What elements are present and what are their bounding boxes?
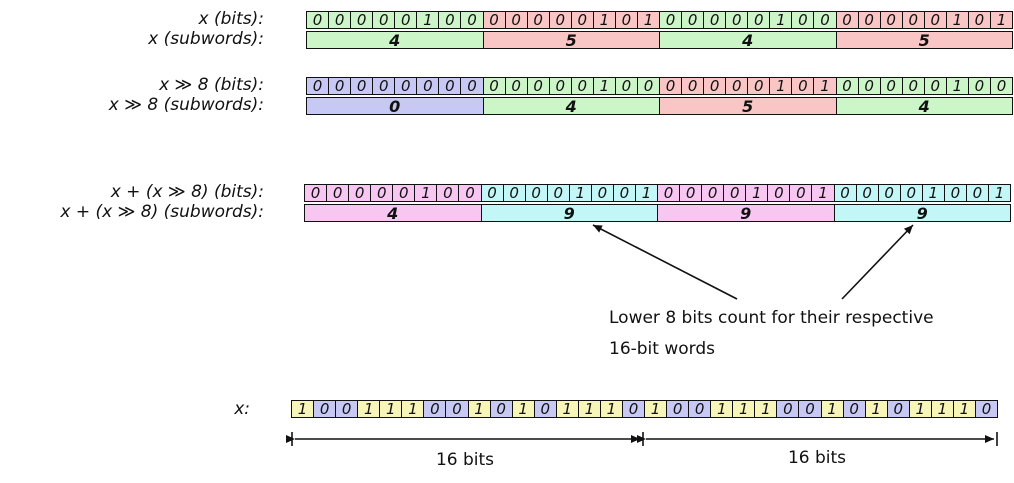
bit-cell: 0 [482,77,506,95]
row3-bits-label: x + (x ≫ 8) (bits): [110,182,264,202]
bit-cell: 0 [614,11,638,29]
x-bit-cell: 0 [423,400,447,418]
pointer-arrow-right [841,224,914,300]
bit-cell: 0 [548,11,572,29]
bit-cell: 0 [502,184,526,202]
pointer-arrow-left [592,224,738,300]
bit-cell: 0 [326,184,350,202]
bit-cell: 0 [306,77,330,95]
bit-cell: 1 [769,11,793,29]
subword-cell: 0 [306,97,484,115]
bit-cell: 0 [989,77,1013,95]
x-label: x: [234,399,250,419]
bit-cell: 1 [989,11,1013,29]
row2-subwords-label: x ≫ 8 (subwords): [108,95,264,115]
row1-bits-label: x (bits): [198,9,265,29]
bit-cell: 1 [636,11,660,29]
subword-cell: 4 [835,97,1013,115]
bit-cell: 0 [394,77,418,95]
bit-cell: 1 [811,184,835,202]
span-label-1: 16 bits [435,450,495,470]
bit-cell: 1 [813,77,837,95]
x-bit-cell: 1 [511,400,535,418]
subword-cell: 9 [480,204,658,222]
bit-cell: 0 [681,77,705,95]
bit-cell: 1 [987,184,1011,202]
bit-cell: 0 [899,184,923,202]
bit-cell: 1 [414,184,438,202]
bit-cell: 0 [791,11,815,29]
bit-cell: 0 [967,77,991,95]
subword-cell: 4 [306,31,484,49]
x-bit-cell: 1 [864,400,888,418]
bit-cell: 0 [350,77,374,95]
bit-cell: 1 [921,184,945,202]
bit-cell: 0 [306,11,330,29]
subword-cell: 5 [835,31,1013,49]
row1-subwords-label: x (subwords): [148,29,264,49]
x-bit-cell: 1 [952,400,976,418]
x-bit-cell: 0 [974,400,998,418]
annotation-line-2: 16-bit words [609,339,715,359]
x-bit-cell: 1 [599,400,623,418]
bit-cell: 0 [923,11,947,29]
span-label-2: 16 bits [787,448,847,468]
subword-cell: 9 [833,204,1011,222]
x-bit-cell: 1 [732,400,756,418]
bit-cell: 0 [524,184,548,202]
bit-cell: 0 [612,184,636,202]
x-bit-cell: 1 [357,400,381,418]
subword-cell: 5 [659,97,837,115]
x-bit-cell: 1 [555,400,579,418]
bit-cell: 0 [965,184,989,202]
x-bit-cell: 0 [776,400,800,418]
row3-subwords-label: x + (x ≫ 8) (subwords): [60,202,264,222]
bit-cell: 0 [833,184,857,202]
bit-cell: 0 [923,77,947,95]
bit-cell: 0 [747,11,771,29]
bit-cell: 0 [372,11,396,29]
bit-cell: 0 [460,77,484,95]
row2-bits-label: x ≫ 8 (bits): [159,75,264,95]
annotation-line-1: Lower 8 bits count for their respective [609,308,934,328]
annotation-text: Lower 8 bits count for their respective … [609,303,934,365]
bit-cell: 0 [679,184,703,202]
subword-cell: 5 [482,31,660,49]
